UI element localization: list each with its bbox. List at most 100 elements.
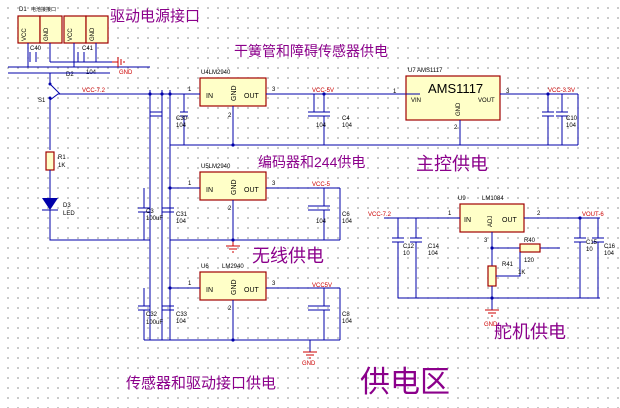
u9-pin1: 1 <box>448 211 452 217</box>
u6-pin2: 2 <box>228 306 232 312</box>
u4-pin3: 3 <box>272 87 276 93</box>
c31-label: C31 <box>176 212 188 218</box>
label-power-zone: 供电区 <box>360 366 450 399</box>
d2-ref: D2 <box>66 72 74 78</box>
regulator-u6 <box>199 271 267 301</box>
net-gnd-c: GND <box>302 361 316 367</box>
u4-pin2: 2 <box>228 113 232 119</box>
u7-vout: VOUT <box>478 98 495 104</box>
label-encoder-244-power: 编码器和244供电 <box>258 154 365 170</box>
u5-out: OUT <box>244 187 260 194</box>
r41-value: 1K <box>518 270 525 276</box>
u5-in: IN <box>206 187 213 194</box>
d1-vcc-pin: VCC <box>22 28 28 41</box>
u9-adj: ADJ <box>488 216 494 227</box>
u6-in: IN <box>206 287 213 294</box>
c32-label: C32 <box>146 312 158 318</box>
c14-label: C14 <box>428 244 440 250</box>
c14-value: 104 <box>428 251 439 257</box>
net-vcc5v-a: VCC-5V <box>312 88 334 94</box>
label-wireless-power: 无线供电 <box>252 246 324 266</box>
c4-value-top2: 104 <box>342 123 353 129</box>
u7-pin3: 3 <box>506 89 510 95</box>
r40-label: R40 <box>524 238 536 244</box>
label-sensor-drive-port-power: 传感器和驱动接口供电 <box>126 375 276 392</box>
c15-label: C15 <box>586 240 598 246</box>
d3-label: D3 <box>63 203 71 209</box>
c33-label: C33 <box>176 312 188 318</box>
c31-value: 104 <box>176 219 187 225</box>
r41-label: R41 <box>502 262 514 268</box>
net-vcc5-b: VCC-5 <box>312 182 331 188</box>
u9-pin2: 2 <box>537 211 541 217</box>
c4-label-top: C4 <box>342 116 350 122</box>
c6-value: 104 <box>342 219 353 225</box>
c12-label: C12 <box>403 244 415 250</box>
c8-value: 104 <box>342 319 353 325</box>
regulator-u4 <box>199 77 267 107</box>
c16-value: 104 <box>604 251 615 257</box>
led-d3-symbol <box>42 198 58 210</box>
u4-gnd: GND <box>231 85 238 101</box>
d2-vcc-pin: VCC <box>68 28 74 41</box>
c15-value: 10 <box>586 247 593 253</box>
label-drive-power-port: 驱动电源接口 <box>110 8 200 25</box>
c8-label: C8 <box>342 312 350 318</box>
u6-ref2: LM2940 <box>222 264 244 270</box>
r1-value: 1K <box>58 163 65 169</box>
u9-ref: U9 <box>458 196 466 202</box>
u7-vin: VIN <box>411 98 421 104</box>
u5-pin2: 2 <box>228 206 232 212</box>
d2-gnd-pin: GND <box>90 27 96 41</box>
c4-value-top: 104 <box>316 123 327 129</box>
u6-out: OUT <box>244 287 260 294</box>
c12-value: 10 <box>403 251 410 257</box>
u5-gnd: GND <box>231 179 238 195</box>
net-vout6: VOUT-6 <box>582 212 604 218</box>
c6-label: C6 <box>342 212 350 218</box>
u9-part: LM1084 <box>482 196 504 202</box>
net-vcc72-b: VCC-7.2 <box>368 212 392 218</box>
d1-gnd-pin: GND <box>44 27 50 41</box>
net-gnd-d: GND <box>484 322 498 328</box>
u4-ref: U4LM2940 <box>201 70 231 76</box>
u7-pin2: 2 <box>454 125 458 131</box>
c10-value: 104 <box>566 123 577 129</box>
u6-ref: U6 <box>201 264 209 270</box>
u7-pin1: 1 <box>393 89 397 95</box>
c6-value-2: 104 <box>316 219 327 225</box>
u5-ref: U5LM2940 <box>201 164 231 170</box>
d1-ref: D1 <box>19 7 27 13</box>
s1-label: S1 <box>38 98 46 104</box>
c3-label: C3 <box>146 209 154 215</box>
u9-pin3: 3 <box>484 238 488 244</box>
u7-gnd: GND <box>456 102 462 116</box>
c10-label: C10 <box>566 116 578 122</box>
c30-label: C30 <box>176 116 188 122</box>
r40-value: 120 <box>524 258 535 264</box>
u4-pin1: 1 <box>188 87 192 93</box>
c3-value: 100uF <box>146 216 163 222</box>
u9-out: OUT <box>502 217 518 224</box>
u4-out: OUT <box>244 93 260 100</box>
battery-connector-d1: D1 电池接接口 VCC GND <box>17 6 63 44</box>
regulator-u7 <box>405 75 501 121</box>
u6-pin1: 1 <box>188 281 192 287</box>
u5-pin3: 3 <box>272 181 276 187</box>
battery-connector-d2: VCC GND D2 <box>63 15 109 78</box>
label-servo-power: 舵机供电 <box>494 322 566 342</box>
r1-label: R1 <box>58 155 66 161</box>
label-reed-obstacle-power: 干簧管和障碍传感器供电 <box>234 43 388 59</box>
net-vcc5v-c: VCC5V <box>312 283 332 289</box>
c41-label: C41 <box>82 46 94 52</box>
u7-part: AMS1117 <box>428 81 483 96</box>
u6-pin3: 3 <box>272 281 276 287</box>
c40-label: C40 <box>30 46 42 52</box>
u4-in: IN <box>206 93 213 100</box>
c16-label: C16 <box>604 244 616 250</box>
net-vcc72-a: VCC-7.2 <box>82 88 106 94</box>
d1-desc: 电池接接口 <box>31 6 56 13</box>
c32-value: 100uF <box>146 320 163 326</box>
c30-value: 104 <box>176 123 187 129</box>
